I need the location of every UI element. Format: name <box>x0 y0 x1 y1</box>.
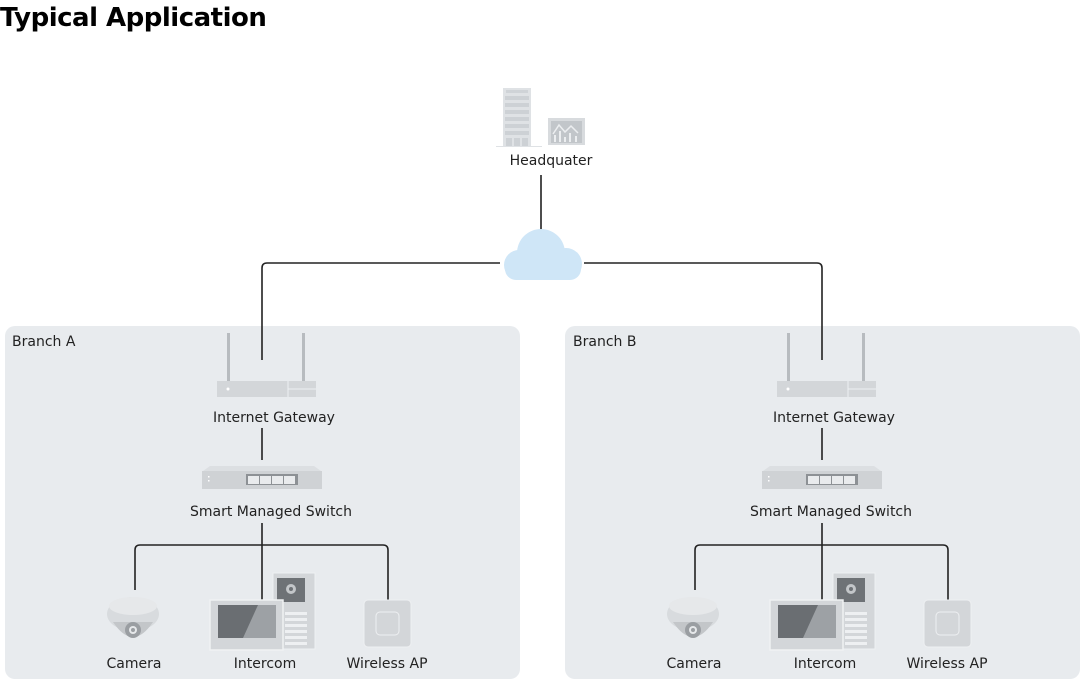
branch-b-camera-label: Camera <box>667 656 722 672</box>
branch-b-panel <box>565 326 1080 679</box>
branch-a-camera-label: Camera <box>107 656 162 672</box>
branch-a-switch-label: Smart Managed Switch <box>190 504 352 520</box>
branch-b-switch-icon <box>762 466 882 489</box>
branch-b-router-icon <box>777 333 876 397</box>
branch-b-ap-label: Wireless AP <box>906 656 987 672</box>
branch-a-access-point-icon <box>363 599 412 648</box>
cloud-icon <box>504 229 582 280</box>
cloud-branch-b-link <box>584 262 823 360</box>
branch-b-label: Branch B <box>573 334 636 350</box>
branch-b-gateway-label: Internet Gateway <box>773 410 895 426</box>
branch-a-ap-label: Wireless AP <box>346 656 427 672</box>
headquarter-label: Headquater <box>510 153 593 169</box>
cloud-branch-a-link <box>261 262 500 360</box>
branch-b-intercom-icon <box>769 572 876 651</box>
branch-a-switch-icon <box>202 466 322 489</box>
branch-b-switch-label: Smart Managed Switch <box>750 504 912 520</box>
branch-a-router-icon <box>217 333 316 397</box>
branch-a-panel <box>5 326 520 679</box>
analytics-board-icon <box>548 118 585 145</box>
branch-a-camera-icon <box>107 597 159 638</box>
branch-a-intercom-label: Intercom <box>234 656 296 672</box>
branch-b-access-point-icon <box>923 599 972 648</box>
connection-lines <box>134 175 949 600</box>
building-icon <box>496 88 542 147</box>
branch-a-intercom-icon <box>209 572 316 651</box>
branch-a-gateway-label: Internet Gateway <box>213 410 335 426</box>
branch-b-intercom-label: Intercom <box>794 656 856 672</box>
branch-b-camera-icon <box>667 597 719 638</box>
branch-a-label: Branch A <box>12 334 76 350</box>
page-title: Typical Application <box>0 3 267 33</box>
